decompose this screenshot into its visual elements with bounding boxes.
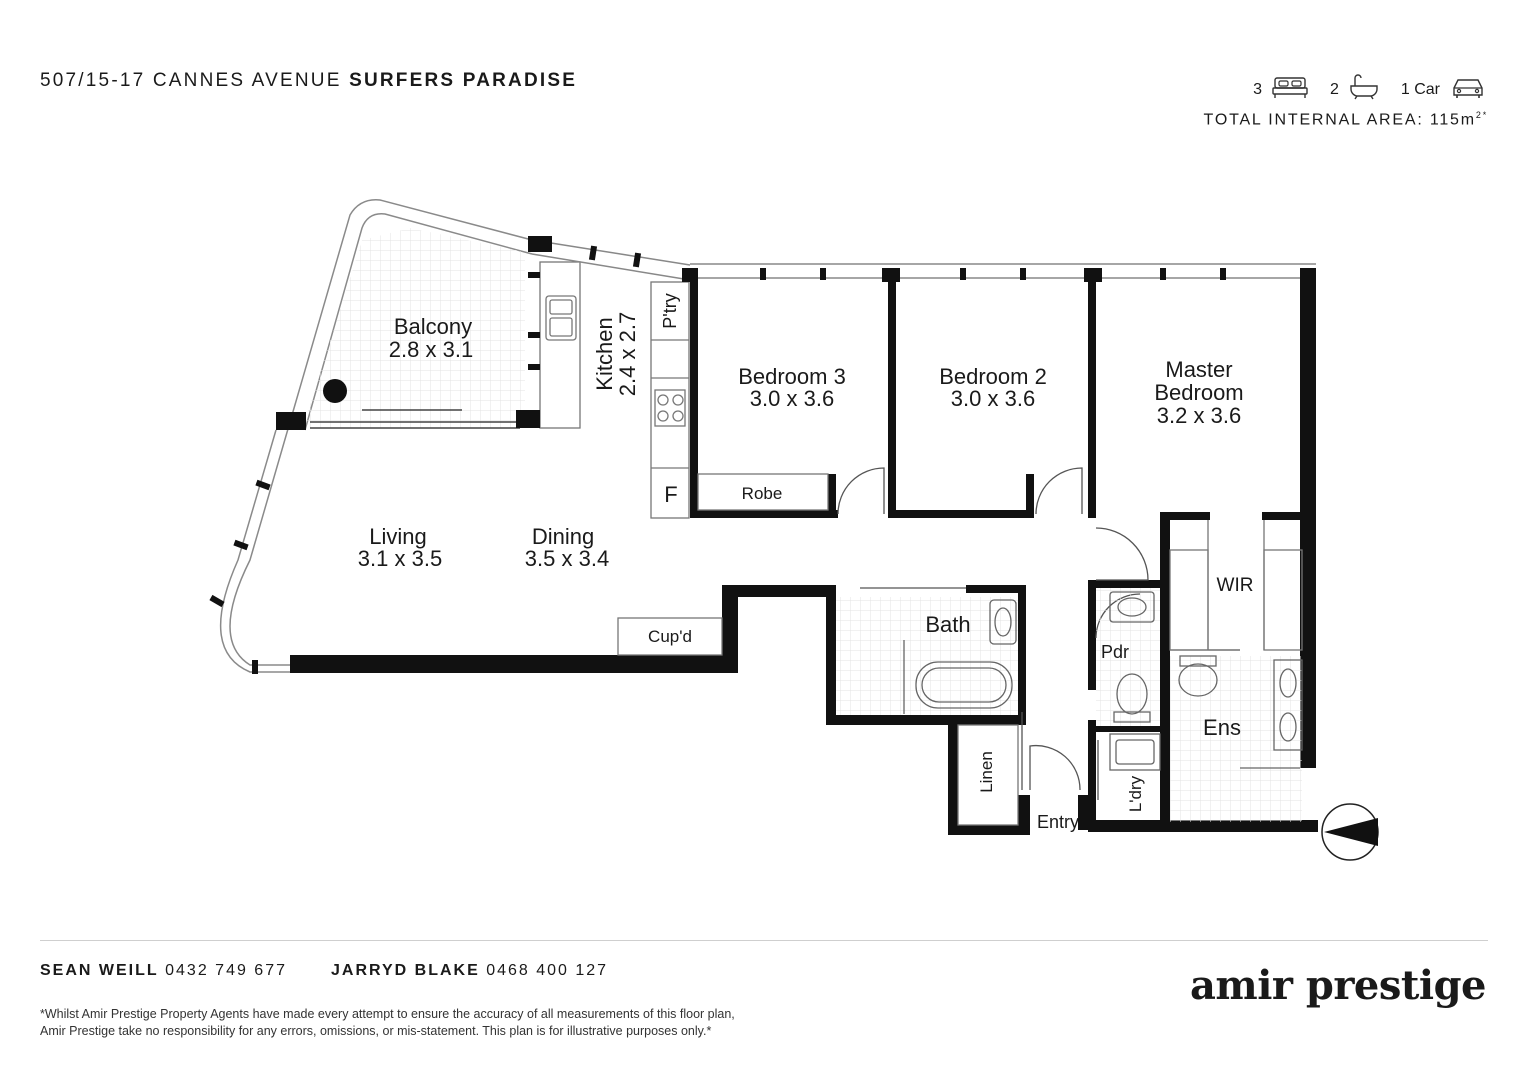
suburb: SURFERS PARADISE (349, 70, 578, 91)
car-count: 1 Car (1401, 75, 1486, 104)
bath-tiles (836, 597, 1018, 715)
pdr-tiles (1096, 588, 1160, 726)
footer-divider (40, 940, 1488, 941)
pantry-label: P'try (660, 293, 680, 328)
area-unit-suffix: 2* (1475, 110, 1488, 120)
window-mullions (209, 245, 1226, 674)
pdr-label: Pdr (1101, 642, 1129, 662)
bathroom-count-value: 2 (1329, 80, 1339, 98)
car-count-value: 1 Car (1400, 80, 1440, 98)
robe-label: Robe (742, 484, 783, 503)
bedroom-count: 3 (1253, 75, 1308, 104)
bed-icon (1272, 75, 1308, 104)
master-size: 3.2 x 3.6 (1157, 403, 1241, 428)
bedroom3-size: 3.0 x 3.6 (750, 386, 834, 411)
kitchen-size: 2.4 x 2.7 (615, 312, 640, 396)
balcony-tiles (305, 228, 525, 428)
balcony-sliding-door (310, 409, 520, 429)
property-specs: 3 2 1 Car (1231, 74, 1486, 105)
linen-shelves (957, 724, 1019, 826)
dining-size: 3.5 x 3.4 (525, 546, 609, 571)
robe (697, 473, 829, 511)
cupboard (617, 617, 723, 656)
kitchen-label: Kitchen (592, 317, 617, 390)
bath-fixtures (903, 599, 1017, 714)
walls (276, 236, 1318, 835)
cupd-label: Cup'd (648, 627, 692, 646)
fridge-label: F (664, 482, 677, 507)
total-internal-area: TOTAL INTERNAL AREA: 115m2* (1204, 110, 1488, 129)
balcony-column (323, 379, 347, 403)
wir-shelves (1169, 520, 1303, 651)
agent-1-name: SEAN WEILL (40, 962, 159, 979)
agent-2-phone[interactable]: 0468 400 127 (486, 962, 609, 979)
living-size: 3.1 x 3.5 (358, 546, 442, 571)
disclaimer-line-1: *Whilst Amir Prestige Property Agents ha… (40, 1007, 735, 1021)
agent-1: SEAN WEILL 0432 749 677 (40, 962, 287, 980)
disclaimer: *Whilst Amir Prestige Property Agents ha… (40, 1006, 840, 1040)
room-labels: Balcony 2.8 x 3.1 Kitchen 2.4 x 2.7 P'tr… (358, 293, 1254, 832)
entry-label: Entry (1037, 812, 1079, 832)
exterior-window-wall (531, 239, 1316, 281)
balcony-label: Balcony (394, 314, 472, 339)
balcony-edge (219, 199, 533, 673)
area-label: TOTAL INTERNAL AREA: (1203, 111, 1424, 129)
area-value: 115m (1429, 111, 1476, 129)
street-address: 507/15-17 CANNES AVENUE (40, 70, 342, 91)
balcony-size: 2.8 x 3.1 (389, 337, 473, 362)
bedroom3-label: Bedroom 3 (738, 364, 846, 389)
bathtub-icon (1349, 74, 1379, 105)
agency-logo: amir prestige (1189, 962, 1487, 1009)
wir-label: WIR (1217, 575, 1254, 596)
living-label: Living (369, 524, 426, 549)
agent-2-name: JARRYD BLAKE (331, 962, 480, 979)
bedroom-count-value: 3 (1253, 80, 1262, 98)
ldry-label: L'dry (1126, 775, 1145, 812)
agent-2: JARRYD BLAKE 0468 400 127 (331, 962, 608, 980)
car-icon (1450, 75, 1486, 104)
disclaimer-line-2: Amir Prestige take no responsibility for… (40, 1024, 712, 1038)
linen-label: Linen (977, 751, 996, 793)
ens-label: Ens (1203, 715, 1241, 740)
bathroom-count: 2 (1330, 74, 1379, 105)
pdr-fixtures (1109, 591, 1161, 771)
kitchen-bench (539, 261, 690, 519)
agent-1-phone[interactable]: 0432 749 677 (165, 962, 287, 979)
dining-label: Dining (532, 524, 594, 549)
bedroom2-size: 3.0 x 3.6 (951, 386, 1035, 411)
north-arrow-icon (1321, 803, 1379, 861)
property-address: 507/15-17 CANNES AVENUE SURFERS PARADISE (40, 70, 577, 92)
master-label-line2: Bedroom (1154, 380, 1243, 405)
bedroom2-label: Bedroom 2 (939, 364, 1047, 389)
master-label-line1: Master (1165, 357, 1232, 382)
bath-label: Bath (925, 612, 970, 637)
agent-contacts: SEAN WEILL 0432 749 677 JARRYD BLAKE 046… (40, 962, 608, 980)
ens-fixtures (1178, 655, 1303, 769)
